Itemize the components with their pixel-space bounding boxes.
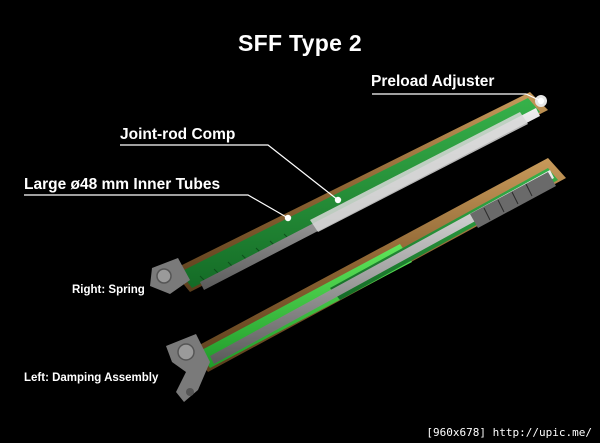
joint-rod-comp-marker xyxy=(334,196,342,204)
inner-tubes-label: Large ø48 mm Inner Tubes xyxy=(24,176,221,193)
left-fork-leg xyxy=(166,158,566,402)
watermark-text: [960x678] http://upic.me/ xyxy=(424,425,594,440)
leader-lines xyxy=(24,93,542,219)
preload-adjuster-marker xyxy=(537,97,545,105)
inner-tubes-leader xyxy=(24,194,289,219)
preload-adjuster-leader xyxy=(372,93,542,102)
joint-rod-comp-leader xyxy=(120,144,339,201)
right-spring-label: Right: Spring xyxy=(72,284,145,296)
right-fork-leg xyxy=(150,92,548,294)
preload-adjuster-label: Preload Adjuster xyxy=(371,73,495,90)
inner-tubes-marker xyxy=(284,214,292,222)
diagram-title: SFF Type 2 xyxy=(238,30,362,56)
joint-rod-comp-label: Joint-rod Comp xyxy=(120,126,236,143)
left-damping-label: Left: Damping Assembly xyxy=(24,372,159,384)
